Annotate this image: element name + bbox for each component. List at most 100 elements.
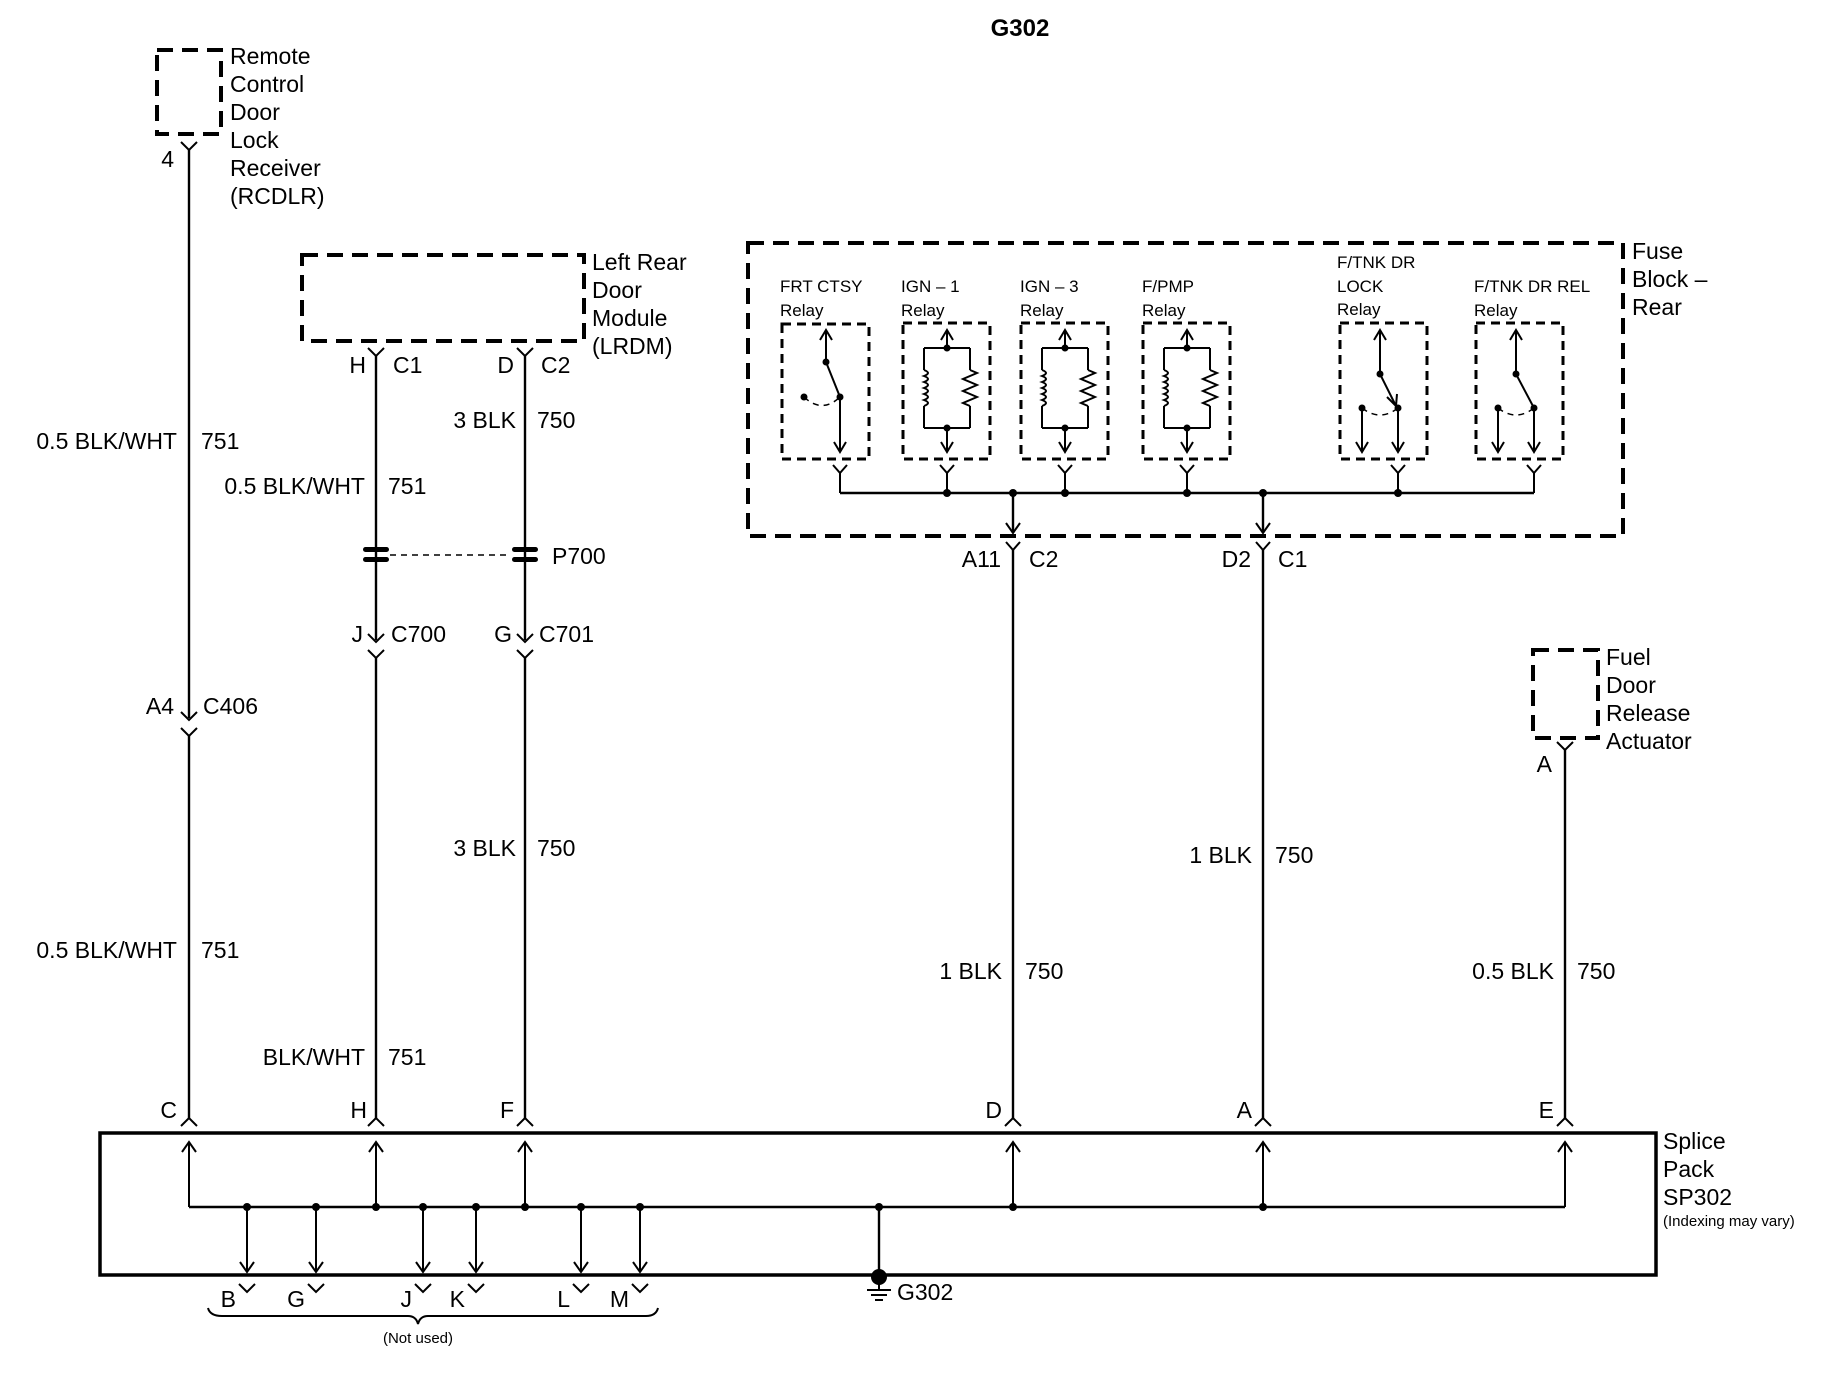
- relay-ftnk-lock: [1338, 321, 1429, 461]
- splice-pack-label-1: Splice: [1663, 1128, 1726, 1154]
- lrdm-pin-d: D: [497, 352, 514, 378]
- splice-pack-sp302: Splice Pack SP302 (Indexing may vary) C …: [98, 1097, 1795, 1347]
- rcdlr-outline: [155, 48, 223, 136]
- diagram-title: G302: [991, 15, 1050, 42]
- relay-ftnk-lock-label-1: F/TNK DR: [1337, 253, 1415, 272]
- wire-fuel-door: [1556, 741, 1574, 1127]
- wire1-top-color: 0.5 BLK/WHT: [36, 428, 177, 454]
- splice-pin-a: A: [1237, 1097, 1253, 1123]
- bus-node: [1394, 489, 1402, 497]
- bus-node: [1183, 489, 1191, 497]
- bus-node: [1061, 489, 1069, 497]
- rcdlr-component: Remote Control Door Lock Receiver (RCDLR…: [155, 43, 325, 209]
- relay-frt-ctsy-label-1: FRT CTSY: [780, 277, 863, 296]
- lrdm-label-4: (LRDM): [592, 333, 673, 359]
- unused-pin-j: J: [401, 1286, 413, 1312]
- relay-fpmp-label-2: Relay: [1142, 301, 1186, 320]
- wire2-top-color: 0.5 BLK/WHT: [224, 473, 365, 499]
- wire2-top-circuit: 751: [388, 473, 426, 499]
- wire-lrdm-h: [367, 347, 385, 1127]
- relay-ign1-label-1: IGN – 1: [901, 277, 960, 296]
- rcdlr-label-1: Remote: [230, 43, 311, 69]
- relay-fpmp: [1141, 321, 1232, 461]
- not-used-brace: [207, 1307, 659, 1325]
- c700-conn: C700: [391, 621, 446, 647]
- fuse-block-conn-c1: C1: [1278, 546, 1307, 572]
- c701-conn: C701: [539, 621, 594, 647]
- not-used-label: (Not used): [383, 1330, 453, 1347]
- p700-pass-through: [363, 547, 538, 562]
- rcdlr-label-4: Lock: [230, 127, 279, 153]
- fuel-door-actuator: Fuel Door Release Actuator A: [1531, 644, 1692, 777]
- c406-conn: C406: [203, 693, 258, 719]
- relay-ftnk-rel: [1474, 321, 1565, 461]
- rcdlr-label-5: Receiver: [230, 155, 321, 181]
- fuse-block-label-2: Block –: [1632, 266, 1708, 292]
- fuel-door-label-2: Door: [1606, 672, 1656, 698]
- wire3-bottom-color: 3 BLK: [453, 835, 516, 861]
- bus-node: [943, 489, 951, 497]
- fuse-block-pin-a11: A11: [962, 546, 1001, 572]
- fuse-block-rear: Fuse Block – Rear FRT CTSY Relay IGN – 1…: [746, 238, 1708, 538]
- wire3-bottom-circuit: 750: [537, 835, 575, 861]
- p700-label: P700: [552, 543, 606, 569]
- splice-pin-c: C: [160, 1097, 177, 1123]
- wire3-top-color: 3 BLK: [453, 407, 516, 433]
- lrdm-outline: [300, 253, 586, 343]
- rcdlr-label-2: Control: [230, 71, 304, 97]
- wire-rcdlr: [180, 141, 198, 1127]
- relay-fpmp-label-1: F/PMP: [1142, 277, 1194, 296]
- fuel-door-label-4: Actuator: [1606, 728, 1692, 754]
- c701-pin: G: [494, 621, 512, 647]
- fuel-door-label-3: Release: [1606, 700, 1690, 726]
- relay-ign1-label-2: Relay: [901, 301, 945, 320]
- ground-label: G302: [897, 1279, 953, 1305]
- rcdlr-pin: 4: [161, 146, 174, 172]
- relay-ftnk-rel-label-1: F/TNK DR REL: [1474, 277, 1590, 296]
- fuse-block-outline: [746, 241, 1625, 538]
- unused-pin-b: B: [221, 1286, 236, 1312]
- relay-ftnk-lock-label-2: LOCK: [1337, 277, 1384, 296]
- relay-ign3-label-2: Relay: [1020, 301, 1064, 320]
- splice-pack-note: (Indexing may vary): [1663, 1213, 1795, 1230]
- lrdm-component: Left Rear Door Module (LRDM) H C1 D C2: [300, 249, 687, 378]
- splice-pack-label-3: SP302: [1663, 1184, 1732, 1210]
- unused-pin-k: K: [450, 1286, 466, 1312]
- wire5-circuit: 750: [1275, 842, 1313, 868]
- wire3-top-circuit: 750: [537, 407, 575, 433]
- relay-ftnk-rel-label-2: Relay: [1474, 301, 1518, 320]
- lrdm-label-2: Door: [592, 277, 642, 303]
- splice-pin-f: F: [500, 1097, 514, 1123]
- relay-frt-ctsy-label-2: Relay: [780, 301, 824, 320]
- wire1-bottom-color: 0.5 BLK/WHT: [36, 937, 177, 963]
- lrdm-conn-c1: C1: [393, 352, 422, 378]
- fuse-block-label-3: Rear: [1632, 294, 1682, 320]
- c700-pin: J: [352, 621, 364, 647]
- lrdm-pin-h: H: [349, 352, 366, 378]
- c406-pin: A4: [146, 693, 174, 719]
- rcdlr-label-6: (RCDLR): [230, 183, 325, 209]
- wire6-color: 0.5 BLK: [1472, 958, 1554, 984]
- relay-ftnk-lock-label-3: Relay: [1337, 300, 1381, 319]
- ground-icon: [867, 1277, 891, 1301]
- wire2-bottom-circuit: 751: [388, 1044, 426, 1070]
- lrdm-label-3: Module: [592, 305, 667, 331]
- unused-pin-g: G: [287, 1286, 305, 1312]
- wire4-circuit: 750: [1025, 958, 1063, 984]
- fuel-door-outline: [1531, 648, 1600, 740]
- lrdm-label-1: Left Rear: [592, 249, 687, 275]
- wire-fuse-block-d2: [1254, 541, 1272, 1127]
- fuse-block-label-1: Fuse: [1632, 238, 1683, 264]
- relay-frt-ctsy: [780, 322, 871, 461]
- wire-lrdm-d: [516, 347, 534, 1127]
- wire-fuse-block-a11: [1004, 541, 1022, 1127]
- wire6-circuit: 750: [1577, 958, 1615, 984]
- fuel-door-pin-a: A: [1537, 751, 1553, 777]
- relay-terminals: [832, 464, 1542, 493]
- splice-pin-e: E: [1539, 1097, 1554, 1123]
- wire5-color: 1 BLK: [1189, 842, 1252, 868]
- fuse-block-pin-d2: D2: [1222, 546, 1251, 572]
- unused-pin-m: M: [610, 1286, 629, 1312]
- unused-pin-l: L: [557, 1286, 570, 1312]
